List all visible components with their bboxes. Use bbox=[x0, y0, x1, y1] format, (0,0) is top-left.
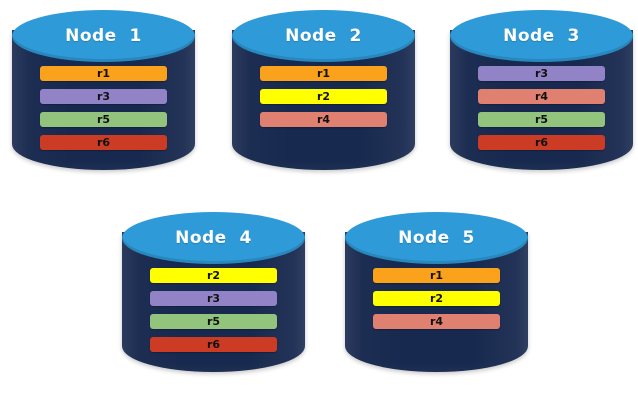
replica-bar[interactable]: r4 bbox=[478, 89, 605, 104]
replica-list: r3 r4 r5 r6 bbox=[478, 66, 605, 150]
replica-bar[interactable]: r2 bbox=[150, 268, 277, 283]
replica-bar[interactable]: r1 bbox=[260, 66, 387, 81]
cylinder-top-ellipse bbox=[345, 212, 528, 264]
node-title: Node 3 bbox=[503, 26, 580, 46]
node-title: Node 1 bbox=[65, 26, 142, 46]
cylinder-top-ellipse bbox=[12, 10, 195, 62]
replica-bar[interactable]: r4 bbox=[260, 112, 387, 127]
replica-bar[interactable]: r3 bbox=[150, 291, 277, 306]
node-title: Node 2 bbox=[285, 26, 362, 46]
node-title: Node 4 bbox=[175, 228, 252, 248]
replica-bar[interactable]: r6 bbox=[478, 135, 605, 150]
database-node-2[interactable]: Node 2 r1 r2 r4 bbox=[232, 10, 415, 190]
replica-list: r1 r3 r5 r6 bbox=[40, 66, 167, 150]
replica-bar[interactable]: r5 bbox=[40, 112, 167, 127]
database-node-4[interactable]: Node 4 r2 r3 r5 r6 bbox=[122, 212, 305, 392]
database-node-1[interactable]: Node 1 r1 r3 r5 r6 bbox=[12, 10, 195, 190]
cylinder-top-ellipse bbox=[450, 10, 633, 62]
database-node-3[interactable]: Node 3 r3 r4 r5 r6 bbox=[450, 10, 633, 190]
replica-bar[interactable]: r6 bbox=[40, 135, 167, 150]
node-title: Node 5 bbox=[398, 228, 475, 248]
replica-bar[interactable]: r6 bbox=[150, 337, 277, 352]
cylinder-top-ellipse bbox=[232, 10, 415, 62]
database-node-5[interactable]: Node 5 r1 r2 r4 bbox=[345, 212, 528, 392]
replica-list: r1 r2 r4 bbox=[260, 66, 387, 127]
replica-bar[interactable]: r5 bbox=[478, 112, 605, 127]
replica-bar[interactable]: r4 bbox=[373, 314, 500, 329]
replica-list: r1 r2 r4 bbox=[373, 268, 500, 329]
cylinder-top-ellipse bbox=[122, 212, 305, 264]
replica-bar[interactable]: r1 bbox=[40, 66, 167, 81]
replica-list: r2 r3 r5 r6 bbox=[150, 268, 277, 352]
replica-bar[interactable]: r1 bbox=[373, 268, 500, 283]
replica-bar[interactable]: r3 bbox=[40, 89, 167, 104]
replica-bar[interactable]: r2 bbox=[373, 291, 500, 306]
replica-bar[interactable]: r2 bbox=[260, 89, 387, 104]
replica-bar[interactable]: r3 bbox=[478, 66, 605, 81]
replica-bar[interactable]: r5 bbox=[150, 314, 277, 329]
